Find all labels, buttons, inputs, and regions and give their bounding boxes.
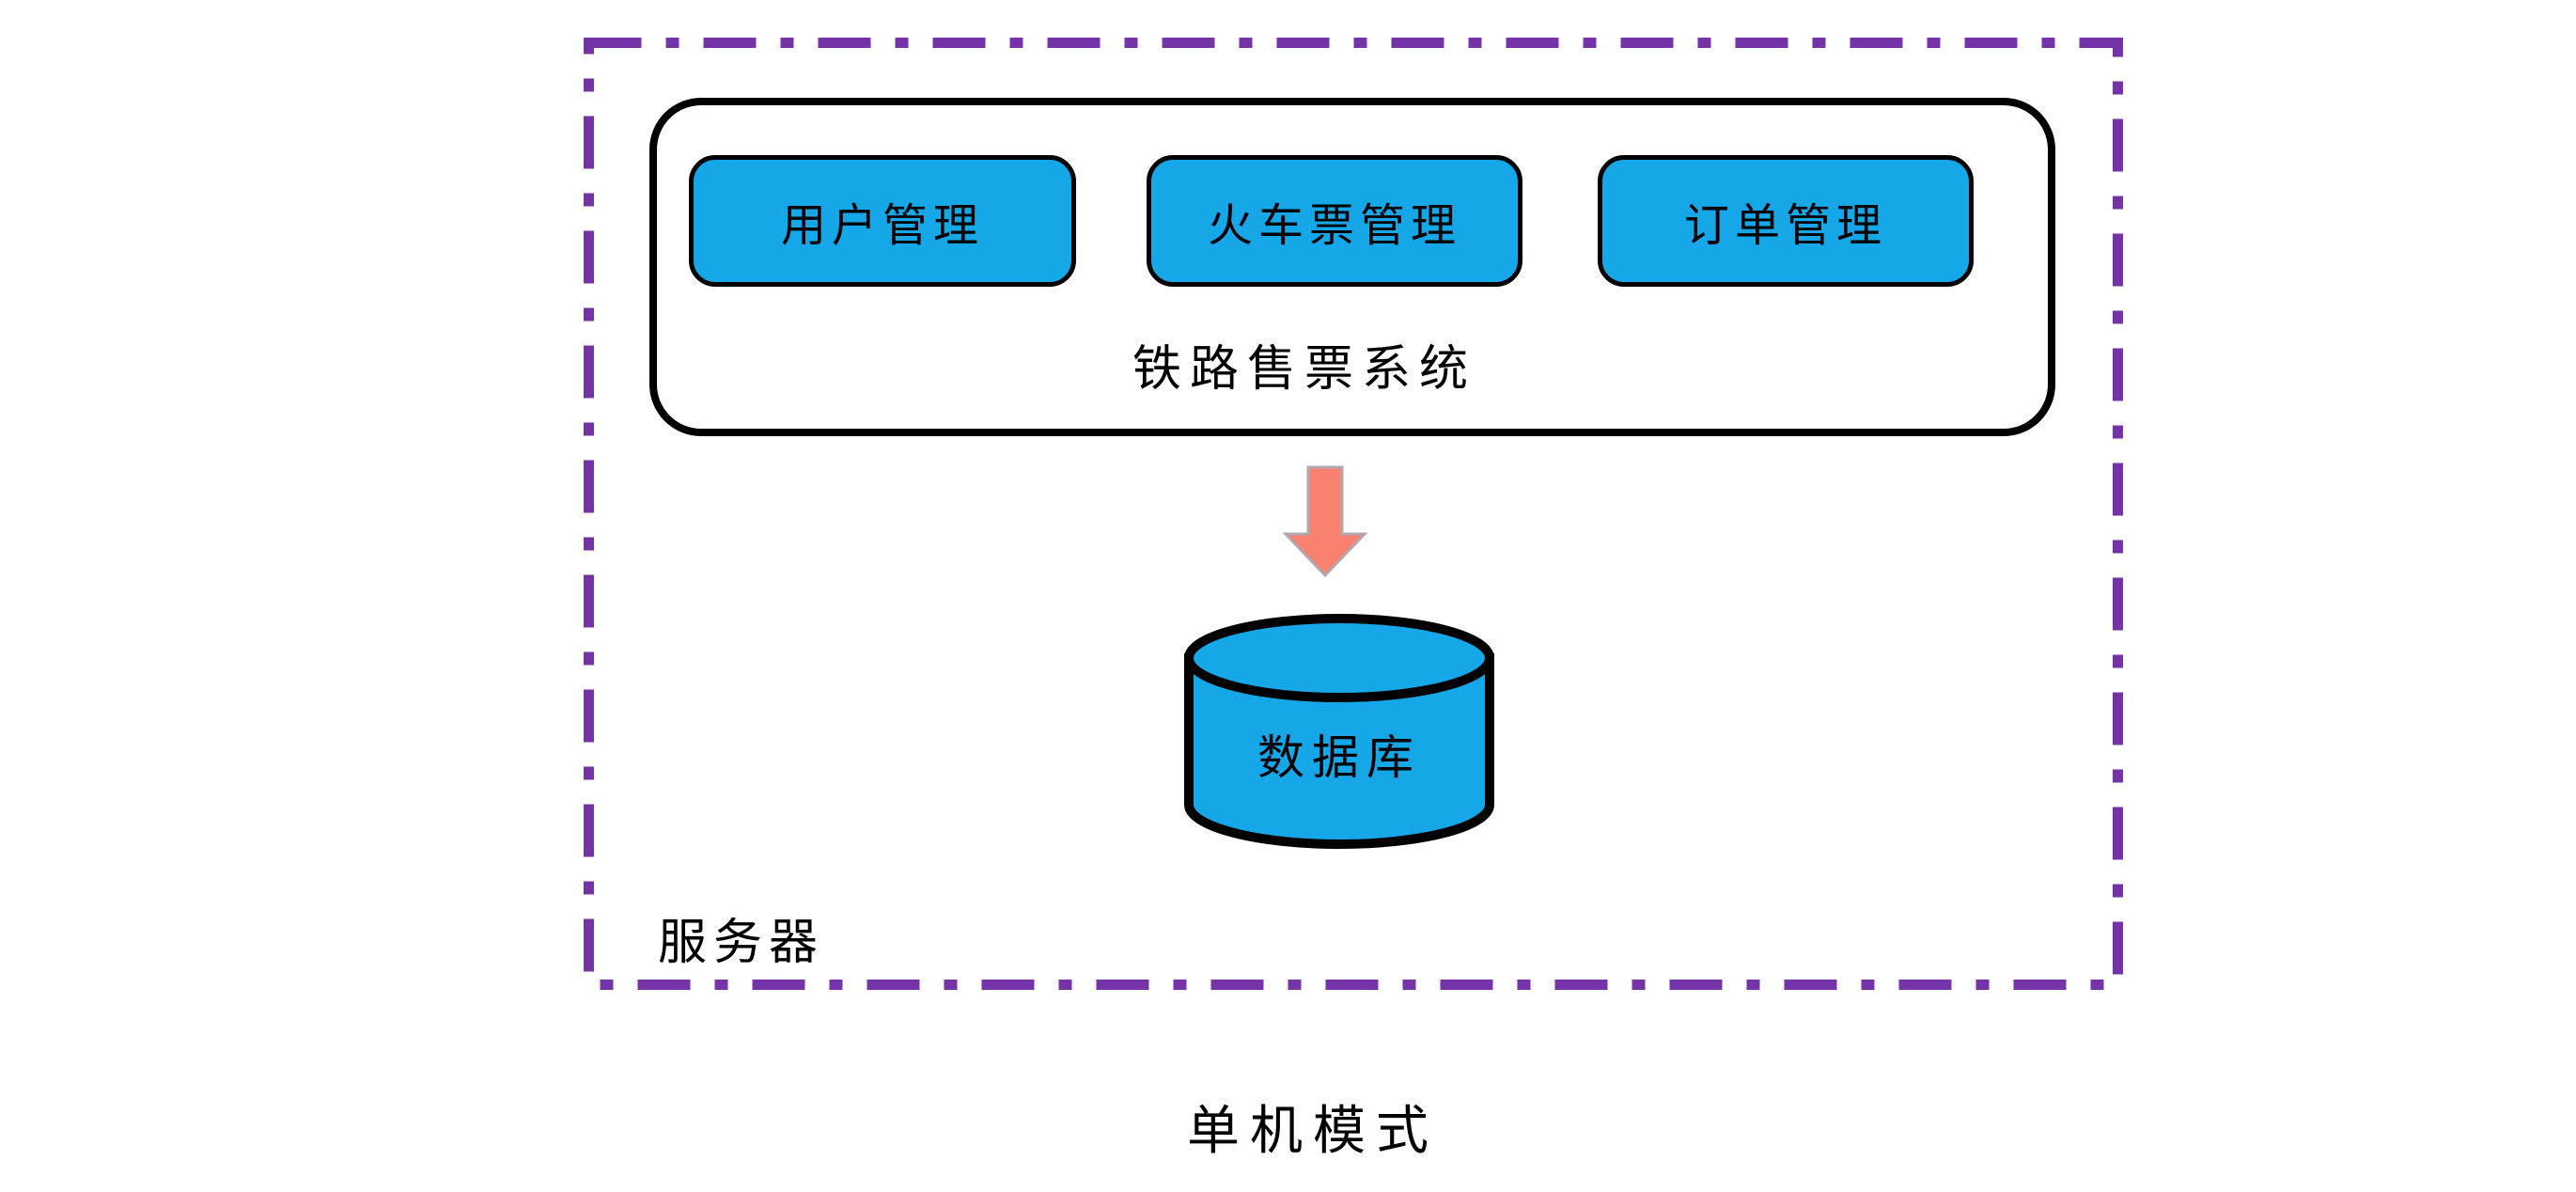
module-label: 火车票管理 (1207, 201, 1461, 251)
database-cylinder-body (1184, 653, 1494, 849)
module-box-train-ticket-management: 火车票管理 (1147, 155, 1522, 287)
module-label: 用户管理 (780, 201, 984, 251)
server-boundary-dashed-border (584, 38, 2123, 990)
down-arrow-icon (1282, 465, 1368, 578)
module-box-user-management: 用户管理 (689, 155, 1076, 287)
system-box: 用户管理 火车票管理 订单管理 铁路售票系统 (649, 98, 2055, 436)
module-label: 订单管理 (1683, 201, 1887, 251)
database-cylinder-top (1184, 614, 1494, 702)
database-cylinder (1184, 614, 1494, 849)
server-label: 服务器 (658, 917, 825, 970)
module-box-order-management: 订单管理 (1598, 155, 1974, 287)
database-label: 数据库 (1257, 731, 1421, 784)
system-box-label: 铁路售票系统 (1132, 343, 1477, 397)
diagram-caption: 单机模式 (1187, 1103, 1439, 1161)
